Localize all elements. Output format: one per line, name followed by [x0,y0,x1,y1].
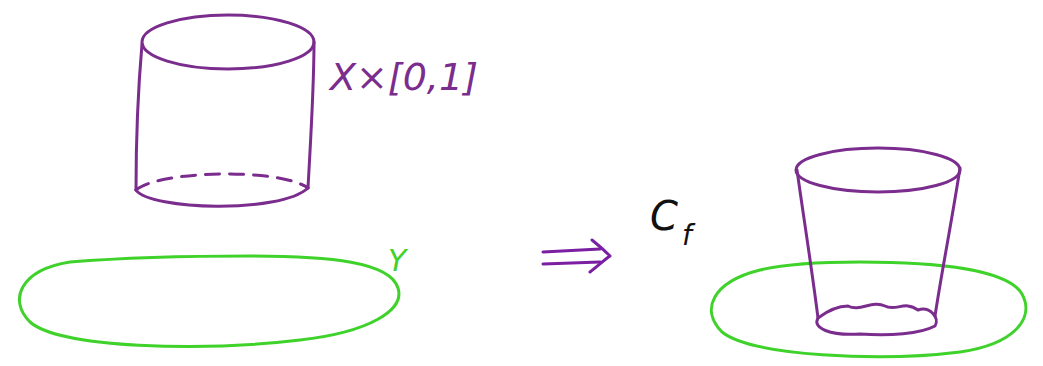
cup-top [796,148,960,192]
cup-side [797,170,818,318]
space-label: Y [388,246,406,276]
cup-side [935,168,960,316]
cylinder [136,15,314,206]
cylinder-side [308,42,314,188]
cylinder-side [136,44,142,190]
subscript-label: f [682,222,692,250]
space-y [19,256,398,346]
space-label: X×[0,1] [330,58,478,96]
space-y [711,262,1025,357]
space-label: C [650,196,678,236]
cylinder-bottom-front [136,188,308,206]
cup-base [817,304,936,334]
mapping-cylinder [796,148,960,335]
cylinder-bottom-back [136,174,308,190]
cylinder-top [142,15,314,69]
implies-arrow [543,240,610,272]
